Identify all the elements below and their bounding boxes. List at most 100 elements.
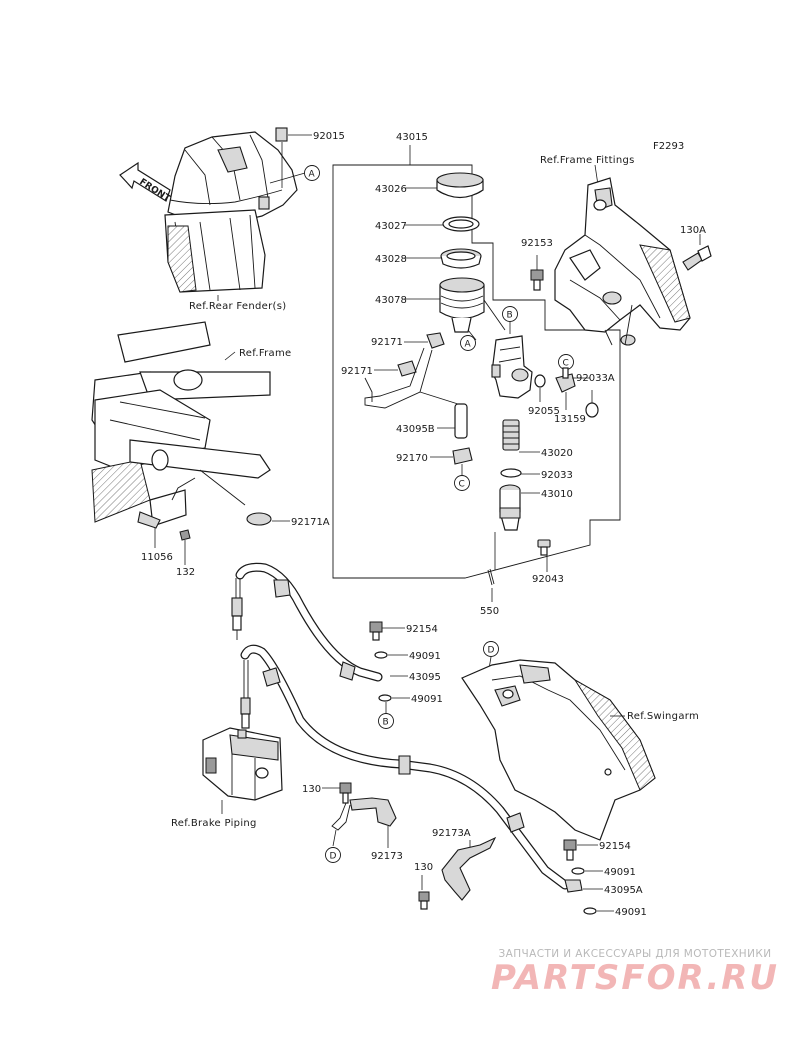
part-label-92154-a[interactable]: 92154 xyxy=(406,624,438,635)
circlip-92033 xyxy=(500,468,522,478)
marker-d-2[interactable] xyxy=(325,847,341,863)
master-cylinder-assembly-box xyxy=(332,164,621,579)
part-label-92171-b[interactable]: 92171 xyxy=(341,366,373,377)
reservoir-hose-43095B xyxy=(364,347,433,409)
bolt-130-b xyxy=(418,891,430,910)
part-label-130-a[interactable]: 130 xyxy=(302,784,321,795)
bolt-92154-b xyxy=(563,839,577,861)
hose-clamp-92170 xyxy=(452,447,473,465)
part-label-92055[interactable]: 92055 xyxy=(528,406,560,417)
master-cylinder-body xyxy=(491,335,533,399)
watermark-subtitle: ЗАПЧАСТИ И АКСЕССУАРЫ ДЛЯ МОТОТЕХНИКИ xyxy=(498,948,772,960)
part-label-43026[interactable]: 43026 xyxy=(375,184,407,195)
ref-swingarm[interactable]: Ref.Swingarm xyxy=(627,711,699,722)
clamp-92173A xyxy=(441,836,497,901)
watermark-logo: PARTSFOR.RU xyxy=(490,958,780,998)
part-label-92015[interactable]: 92015 xyxy=(313,131,345,142)
diaphragm-43028 xyxy=(440,248,482,269)
marker-b-1-label: B xyxy=(507,311,513,321)
ref-rear-fender[interactable]: Ref.Rear Fender(s) xyxy=(189,301,286,312)
clamp-92173 xyxy=(349,797,397,827)
washer-49091-c xyxy=(571,867,585,875)
bolt-92154-a xyxy=(369,621,383,641)
part-label-92171-a[interactable]: 92171 xyxy=(371,337,403,348)
marker-d-1-label: D xyxy=(488,646,495,656)
part-label-43095[interactable]: 43095 xyxy=(409,672,441,683)
washer-49091-b xyxy=(378,694,392,702)
part-label-49091-b[interactable]: 49091 xyxy=(411,694,443,705)
diaphragm-plate-43027 xyxy=(442,216,480,232)
part-label-92033[interactable]: 92033 xyxy=(541,470,573,481)
marker-a-2[interactable] xyxy=(460,335,476,351)
part-label-43015[interactable]: 43015 xyxy=(396,132,428,143)
part-label-92153[interactable]: 92153 xyxy=(521,238,553,249)
ref-frame-fittings[interactable]: Ref.Frame Fittings xyxy=(540,155,635,166)
bolt-132 xyxy=(179,529,191,541)
marker-d-2-label: D xyxy=(330,852,337,862)
pin-92043 xyxy=(537,539,551,556)
marker-d-1[interactable] xyxy=(483,641,499,657)
part-label-11056[interactable]: 11056 xyxy=(141,552,173,563)
part-label-92173[interactable]: 92173 xyxy=(371,851,403,862)
abs-unit-illustration xyxy=(202,727,283,801)
part-label-43020[interactable]: 43020 xyxy=(541,448,573,459)
diagram-code: F2293 xyxy=(653,141,684,152)
reservoir-cap-43026 xyxy=(436,172,484,199)
marker-a-1[interactable] xyxy=(304,165,320,181)
cotter-pin-550 xyxy=(487,568,495,586)
brake-hose-43095A xyxy=(240,644,570,890)
part-label-43010[interactable]: 43010 xyxy=(541,489,573,500)
marker-b-2-label: B xyxy=(383,718,389,728)
marker-c-1[interactable] xyxy=(454,475,470,491)
reservoir-43078 xyxy=(439,277,506,333)
part-label-132[interactable]: 132 xyxy=(176,567,195,578)
washer-49091-d xyxy=(583,907,597,915)
part-label-49091-c[interactable]: 49091 xyxy=(604,867,636,878)
part-label-92154-b[interactable]: 92154 xyxy=(599,841,631,852)
part-label-43095A[interactable]: 43095A xyxy=(604,885,643,896)
brake-hose-43095 xyxy=(231,562,383,682)
piston-43020 xyxy=(502,419,520,451)
oring-92055 xyxy=(534,374,546,388)
part-label-92043[interactable]: 92043 xyxy=(532,574,564,585)
part-label-49091-d[interactable]: 49091 xyxy=(615,907,647,918)
marker-c-1-label: C xyxy=(459,480,465,490)
part-label-130A[interactable]: 130A xyxy=(680,225,706,236)
part-label-43027[interactable]: 43027 xyxy=(375,221,407,232)
marker-c-2-label: C xyxy=(563,359,569,369)
bolt-92153 xyxy=(530,269,544,291)
watermark: ЗАПЧАСТИ И АКСЕССУАРЫ ДЛЯ МОТОТЕХНИКИ PA… xyxy=(480,948,790,996)
marker-a-2-label: A xyxy=(465,340,472,350)
part-label-550[interactable]: 550 xyxy=(480,606,499,617)
part-label-92173A[interactable]: 92173A xyxy=(432,828,471,839)
bolt-130A xyxy=(682,245,712,271)
ref-brake-piping[interactable]: Ref.Brake Piping xyxy=(171,818,257,829)
bolt-130-a xyxy=(339,782,352,804)
part-label-92170[interactable]: 92170 xyxy=(396,453,428,464)
hose-clamp-92171-a xyxy=(426,332,445,349)
part-label-43095B[interactable]: 43095B xyxy=(396,424,435,435)
part-label-43078[interactable]: 43078 xyxy=(375,295,407,306)
marker-b-1[interactable] xyxy=(502,306,518,322)
part-label-49091-a[interactable]: 49091 xyxy=(409,651,441,662)
circlip-92033A xyxy=(585,402,599,418)
banjo-fitting-43095A xyxy=(564,879,583,893)
ref-frame[interactable]: Ref.Frame xyxy=(239,348,291,359)
fitting-13159 xyxy=(555,367,576,393)
swingarm-illustration xyxy=(461,659,656,841)
part-label-92033A[interactable]: 92033A xyxy=(576,373,615,384)
part-label-92171A[interactable]: 92171A xyxy=(291,517,330,528)
pushrod-43010 xyxy=(499,484,521,531)
marker-a-1-label: A xyxy=(309,170,316,180)
part-label-130-b[interactable]: 130 xyxy=(414,862,433,873)
hose-clamp-92171-b xyxy=(397,360,417,377)
frame-fittings-illustration xyxy=(554,177,691,346)
marker-b-2[interactable] xyxy=(378,713,394,729)
part-label-13159[interactable]: 13159 xyxy=(554,414,586,425)
front-arrow: FRONT xyxy=(119,161,172,205)
frame-illustration xyxy=(91,321,272,529)
clip-92015 xyxy=(275,127,288,142)
rear-fender-illustration xyxy=(164,131,298,293)
part-label-43028[interactable]: 43028 xyxy=(375,254,407,265)
